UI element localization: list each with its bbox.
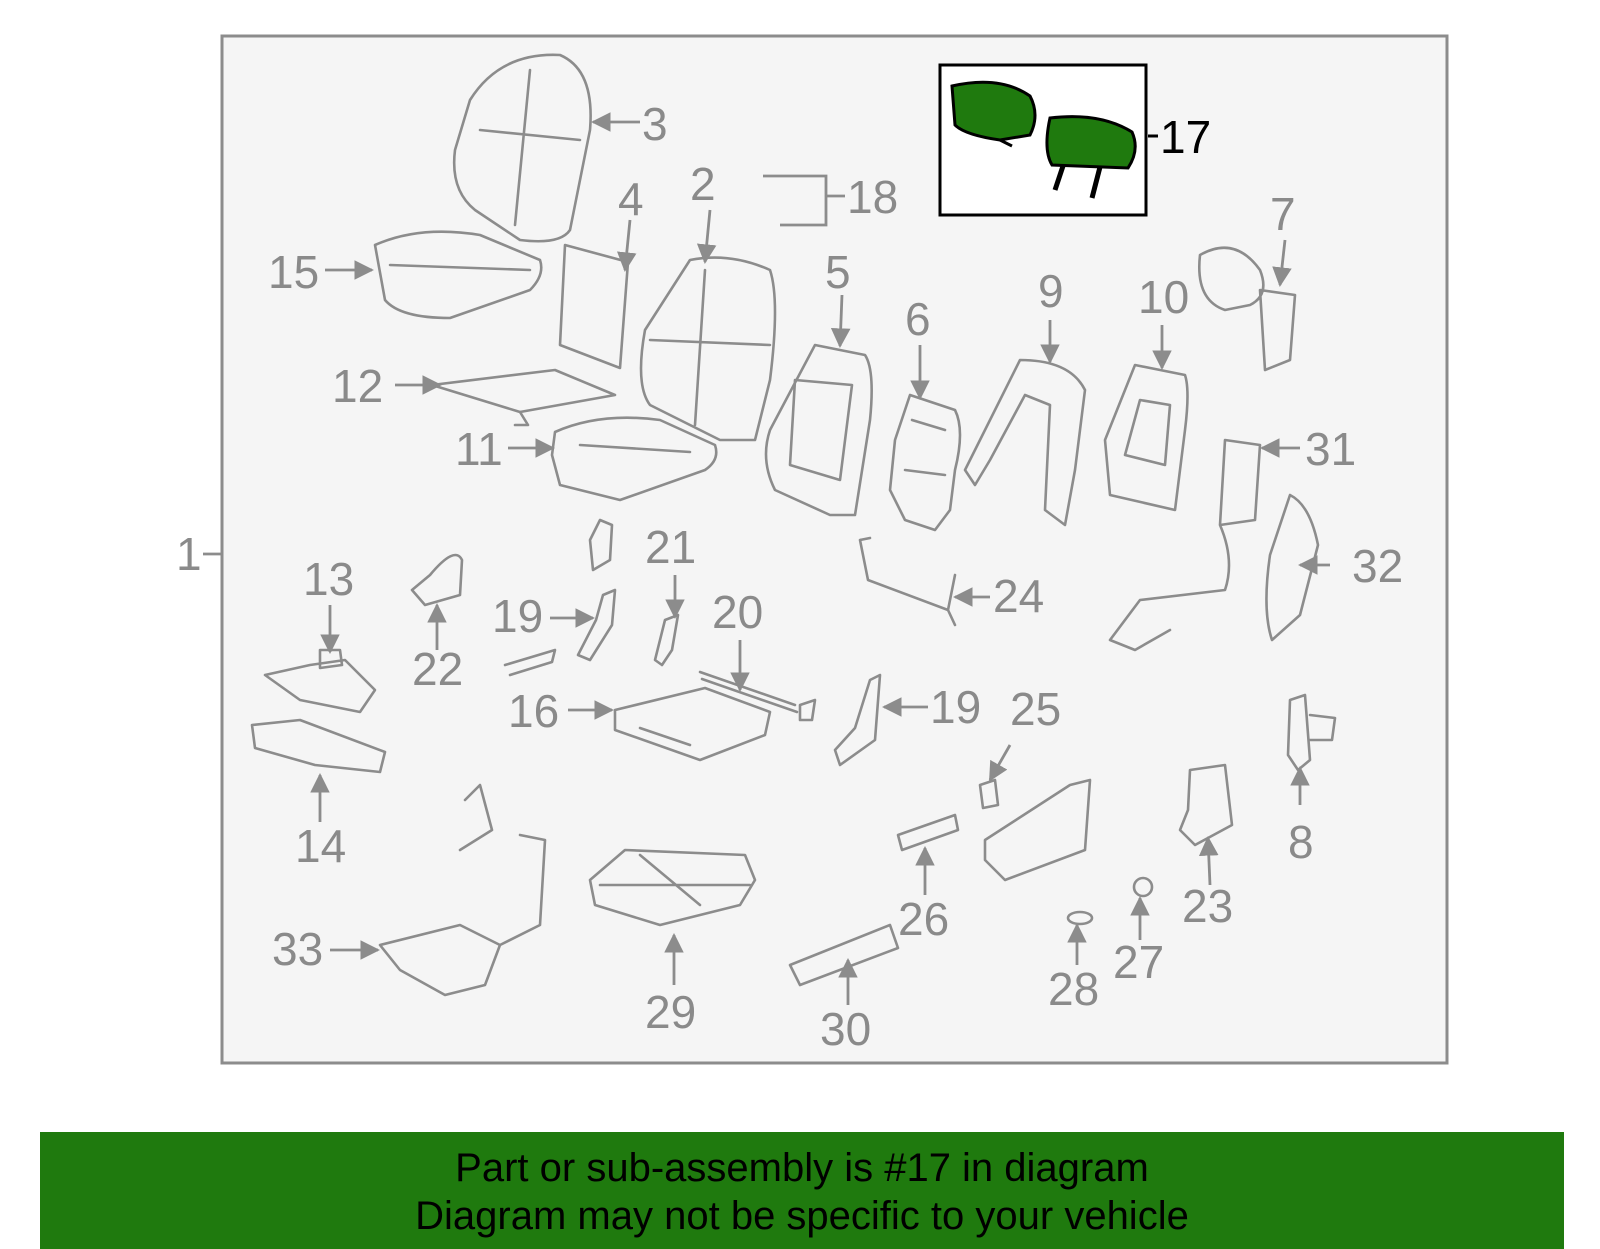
callout-28: 28 [1048,963,1099,1015]
panel-part-12[interactable] [430,368,617,427]
callout-20: 20 [712,586,763,638]
callout-6: 6 [905,293,931,345]
callout-26: 26 [898,893,949,945]
callout-9: 9 [1038,265,1064,317]
callout-31: 31 [1305,423,1356,475]
callout-32: 32 [1352,540,1403,592]
side-shield [983,778,1092,882]
banner-line-disclaimer: Diagram may not be specific to your vehi… [415,1194,1189,1238]
callout-24: 24 [993,570,1044,622]
harness-part-33[interactable] [378,783,547,997]
callout-16: 16 [508,685,559,737]
callout-2: 2 [690,158,716,210]
grommet-part-27[interactable] [1132,876,1154,898]
callout-7: 7 [1270,188,1296,240]
clip-part-19-lower[interactable] [833,673,882,767]
part-outlines [250,53,1337,997]
cover-part-23[interactable] [1178,763,1234,847]
airbag-part-31[interactable] [1108,438,1262,652]
callout-23: 23 [1182,880,1233,932]
callout-25: 25 [1010,683,1061,735]
switch-part-26[interactable] [896,813,960,852]
callout-29: 29 [645,986,696,1038]
trim-clip [588,518,614,572]
info-banner: Part or sub-assembly is #17 in diagram D… [40,1132,1564,1249]
callout-21: 21 [645,521,696,573]
callout-22: 22 [412,643,463,695]
callout-15: 15 [268,246,319,298]
cushion-cover-part-15[interactable] [373,230,543,320]
leader-lines [310,112,1330,1005]
callout-18: 18 [847,171,898,223]
callout-4: 4 [618,173,644,225]
diagram-frame [220,34,1449,1065]
bezel-part-7[interactable] [1198,246,1297,372]
headrest-part-17[interactable] [950,80,1137,199]
parts-diagram: 1 2 3 4 5 6 7 8 9 10 11 12 13 14 15 16 1… [176,34,1449,1065]
seat-back-part-2[interactable] [639,256,777,442]
callout-19-lower: 19 [930,681,981,733]
callout-12: 12 [332,360,383,412]
callout-labels: 1 2 3 4 5 6 7 8 9 10 11 12 13 14 15 16 1… [176,98,1403,1055]
side-panel-part-32[interactable] [1265,493,1320,642]
callout-30: 30 [820,1003,871,1055]
back-board-part-10[interactable] [1103,363,1189,512]
handle-part-30[interactable] [788,923,900,987]
callout-5: 5 [825,246,851,298]
banner-line-part-info: Part or sub-assembly is #17 in diagram [455,1146,1149,1190]
callout-33: 33 [272,923,323,975]
callout-13: 13 [303,553,354,605]
callout-17[interactable]: 17 [1160,111,1211,163]
seat-pan-part-16[interactable] [613,686,817,762]
clip-part-19-upper[interactable] [503,588,617,677]
bracket-part-24[interactable] [858,536,957,627]
callout-14: 14 [295,820,346,872]
seat-back-cover-part-3[interactable] [452,53,592,243]
cushion-part-11[interactable] [550,416,718,502]
module-part-14[interactable] [250,718,387,774]
callout-11: 11 [455,423,503,475]
adjuster-part-29[interactable] [588,848,757,927]
callout-19-upper: 19 [492,590,543,642]
back-pad-part-4[interactable] [558,243,630,370]
callout-1: 1 [176,528,202,580]
callout-27: 27 [1113,936,1164,988]
trim-cover-part-22[interactable] [410,553,464,607]
callout-3: 3 [642,98,668,150]
recliner-part-6[interactable] [888,393,962,532]
callout-10: 10 [1138,271,1189,323]
back-frame-part-5[interactable] [764,343,873,517]
knob-part-8[interactable] [1286,693,1337,772]
callout-8: 8 [1288,816,1314,868]
